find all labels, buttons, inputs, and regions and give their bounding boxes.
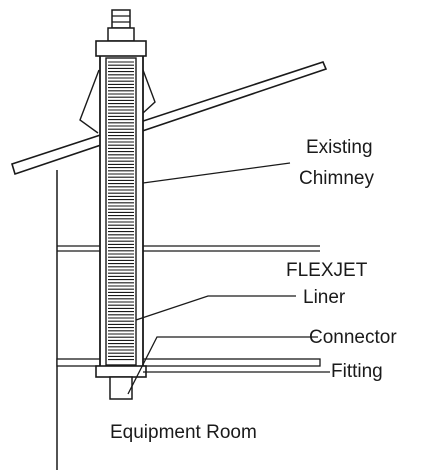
label-liner: Liner [303, 287, 346, 308]
label-equipment-room: Equipment Room [110, 422, 257, 443]
label-flexjet: FLEXJET [286, 260, 368, 281]
chimney-cap [95, 9, 147, 57]
roof-line [11, 61, 328, 176]
leader-flexjet-liner [135, 295, 296, 321]
leader-existing-chimney [142, 162, 291, 184]
leader-connector [127, 336, 318, 395]
label-connector: Connector [309, 327, 397, 348]
upper-floor [57, 245, 320, 252]
lower-floor [56, 358, 321, 367]
label-existing: Existing [306, 137, 373, 158]
chimney-flashing-left [79, 69, 100, 134]
connector-fitting [95, 365, 147, 400]
chimney-flashing-right [142, 69, 156, 114]
flexjet-liner [105, 57, 137, 366]
label-chimney: Chimney [299, 168, 374, 189]
label-fitting: Fitting [331, 361, 383, 382]
